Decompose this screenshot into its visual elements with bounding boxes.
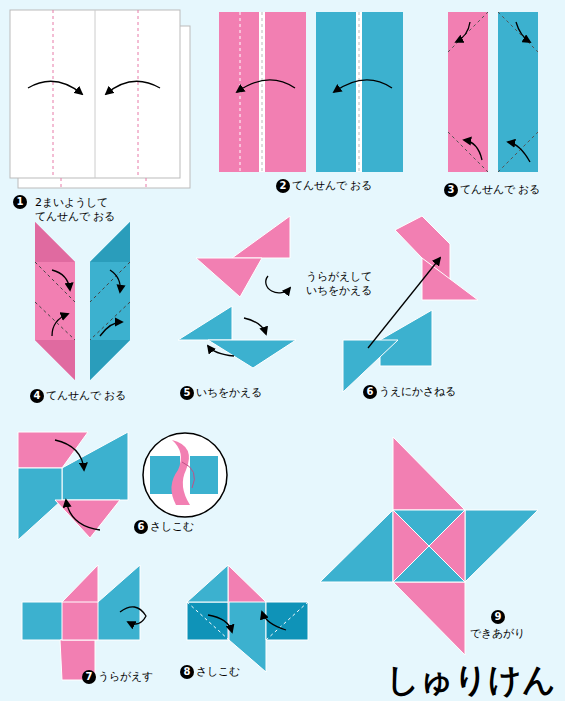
inserting-pieces [18, 432, 227, 540]
step-instruction: さしこむ [196, 665, 240, 679]
step-number: 2 [276, 179, 290, 193]
stacking-pieces [343, 216, 478, 392]
diagram-title: しゅりけん [386, 662, 556, 698]
step-number: 5 [180, 386, 194, 400]
step-instruction: いちをかえる [196, 386, 262, 400]
back-side [22, 565, 146, 680]
step-number: 1 [13, 195, 27, 209]
step-number: 4 [30, 389, 44, 403]
step-instruction: うらがえして いちをかえる [306, 270, 388, 298]
folded-rectangles [219, 12, 403, 172]
step-number: 6 [134, 520, 148, 534]
folded-pieces [178, 216, 296, 368]
step-number: 6 [363, 385, 377, 399]
step-number: 9 [491, 610, 505, 624]
paper-squares [10, 10, 190, 188]
step-number: 8 [180, 665, 194, 679]
shuriken [320, 437, 538, 655]
step-number: 3 [444, 183, 458, 197]
step-instruction: うらがえす [98, 670, 153, 684]
step-instruction: さしこむ [150, 520, 194, 534]
insert-back [187, 565, 308, 672]
strips [448, 12, 538, 172]
step-instruction: できあがり [470, 627, 525, 641]
step-instruction: てんせんで おる [46, 389, 127, 403]
step-instruction: てんせんで おる [460, 183, 541, 197]
step-instruction: てんせんで おる [292, 179, 373, 193]
step-instruction: うえにかさねる [379, 385, 456, 399]
step-number: 7 [82, 670, 96, 684]
parallelograms [35, 222, 130, 380]
step-instruction: 2まいようして てんせんで おる [35, 196, 127, 224]
